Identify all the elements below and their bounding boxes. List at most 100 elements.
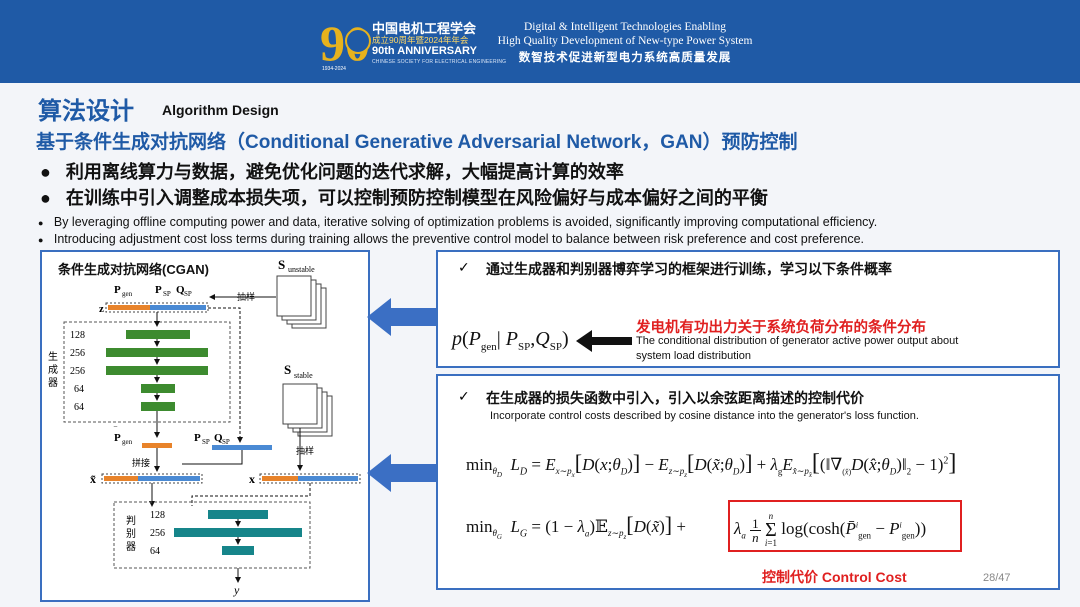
generated-pgen-bar <box>142 443 172 448</box>
x-real-label: x <box>249 472 255 486</box>
bullet-cn-2: ● 在训练中引入调整成本损失项，可以控制预防控制模型在风险偏好与成本偏好之间的平… <box>40 184 768 210</box>
x-tilde-pgen-bar <box>104 476 138 481</box>
control-cost-panel <box>436 374 1060 590</box>
p-gen-bar-label: P <box>114 432 121 444</box>
gen-layer-label-4: 64 <box>74 384 84 395</box>
disc-layer-label-3: 64 <box>150 546 160 557</box>
p-gen-label: P <box>114 284 121 296</box>
red-label-conditional-distribution: 发电机有功出力关于系统负荷分布的条件分布 <box>636 320 926 336</box>
svg-text:SP: SP <box>222 438 230 446</box>
tagline-en-line1: Digital & Intelligent Technologies Enabl… <box>523 21 727 33</box>
bullet-text: 在训练中引入调整成本损失项，可以控制预防控制模型在风险偏好与成本偏好之间的平衡 <box>65 188 768 208</box>
page-number: 28/47 <box>983 572 1011 584</box>
generator-layers: 128 256 256 64 64 <box>70 330 208 413</box>
tagline-en-line2: High Quality Development of New-type Pow… <box>497 35 753 47</box>
output-y-label: y <box>233 583 240 597</box>
p-gen-sub: gen <box>122 290 133 298</box>
s-unstable-label: S <box>278 257 285 272</box>
generator-box <box>63 321 231 423</box>
p-sp-sub: SP <box>163 290 171 298</box>
cgan-diagram-title: 条件生成对抗网络(CGAN) <box>58 262 209 277</box>
tagline-cn: 数智技术促进新型电力系统高质量发展 <box>518 52 732 64</box>
panel-top-desc-line2: system load distribution <box>636 350 751 362</box>
disc-layer-label-1: 128 <box>150 510 165 521</box>
header-banner <box>0 0 1080 83</box>
gen-layer-label-3: 256 <box>70 366 85 377</box>
disc-layer-2 <box>174 528 302 537</box>
logo-years: 1934-2024 <box>322 66 346 72</box>
tagline-en: Digital & Intelligent Technologies Enabl… <box>480 20 770 48</box>
slide-title-cn: 算法设计 <box>38 98 134 125</box>
slide-subtitle: 基于条件生成对抗网络（Conditional Generative Advers… <box>36 132 798 153</box>
conditional-probability-panel <box>436 250 1060 368</box>
q-sp-label: Q <box>176 284 185 296</box>
panel-top-heading: 通过生成器和判别器博弈学习的框架进行训练，学习以下条件概率 <box>486 261 892 277</box>
z-noise-bar <box>108 305 150 310</box>
svg-text:Q: Q <box>214 432 223 444</box>
discriminator-label-2: 别 <box>126 528 136 540</box>
z-label: z <box>99 303 104 315</box>
gen-layer-1 <box>126 330 190 339</box>
bullet-text: 利用离线算力与数据，避免优化问题的迭代求解，大幅提高计算的效率 <box>65 162 624 182</box>
org-subtitle: 成立90周年暨2024年年会 <box>372 35 469 45</box>
org-name-cn: 中国电机工程学会 <box>372 21 477 36</box>
cgan-diagram: S unstable 抽样 P gen P SP Q SP z 生 成 器 12… <box>48 257 361 597</box>
disc-layer-1 <box>208 510 268 519</box>
bullet-dot: ● <box>40 162 51 182</box>
bullet-text: Introducing adjustment cost loss terms d… <box>53 232 865 246</box>
check-icon: ✓ <box>458 259 470 275</box>
p-gen-bar-overline: ‾ <box>113 426 118 436</box>
x-real-cond-bar <box>298 476 358 481</box>
s-stable-label: S <box>284 362 291 377</box>
check-icon: ✓ <box>458 388 470 404</box>
bullet-dot: ● <box>38 235 44 245</box>
bullet-text: By leveraging offline computing power an… <box>53 215 878 229</box>
z-condition-bar <box>150 305 206 310</box>
arrow-left-icon <box>367 298 437 336</box>
x-tilde-cond-bar <box>138 476 200 481</box>
bullet-dot: ● <box>38 218 44 228</box>
concat-label: 拼接 <box>132 457 150 468</box>
black-arrow-left-icon <box>576 330 632 352</box>
sample-label-bottom: 抽样 <box>296 445 314 456</box>
discriminator-layers: 128 256 64 <box>150 510 302 557</box>
condition-bar-middle <box>212 445 272 450</box>
arrow-left-icon <box>367 454 437 492</box>
gen-layer-2 <box>106 348 208 357</box>
q-sp-sub: SP <box>184 290 192 298</box>
generator-label-3: 器 <box>48 377 58 389</box>
bullet-dot: ● <box>40 188 51 208</box>
control-cost-highlight-box <box>728 500 962 552</box>
slide-title-en: Algorithm Design <box>162 102 279 118</box>
disc-layer-label-2: 256 <box>150 528 165 539</box>
generator-label-1: 生 <box>48 350 58 363</box>
society-name-en: CHINESE SOCIETY FOR ELECTRICAL ENGINEERI… <box>372 59 507 65</box>
x-tilde-label: x̃ <box>90 472 96 486</box>
gen-layer-label-5: 64 <box>74 402 84 413</box>
gen-layer-label-1: 128 <box>70 330 85 341</box>
bullet-en-2: ● Introducing adjustment cost loss terms… <box>38 232 864 246</box>
anniversary-logo: 90 1934-2024 <box>320 15 371 72</box>
bullet-en-1: ● By leveraging offline computing power … <box>38 215 877 229</box>
anniversary-text: 90th ANNIVERSARY <box>372 45 477 57</box>
x-real-pgen-bar <box>262 476 298 481</box>
gen-layer-label-2: 256 <box>70 348 85 359</box>
gen-layer-4 <box>141 384 175 393</box>
disc-layer-3 <box>222 546 254 555</box>
panel-bottom-heading-en: Incorporate control costs described by c… <box>490 410 919 422</box>
discriminator-label-3: 器 <box>126 541 136 553</box>
panel-bottom-heading: 在生成器的损失函数中引入，引入以余弦距离描述的控制代价 <box>486 390 864 406</box>
s-unstable-sub: unstable <box>288 265 315 274</box>
conditional-probability-formula: p(Pgen| PSP,QSP) <box>452 328 569 353</box>
generator-loss-formula: minθG LG = (1 − λa)𝔼z∼pz[D(x̃)] + <box>466 512 686 542</box>
discriminator-label-1: 判 <box>126 515 136 527</box>
bullet-cn-1: ● 利用离线算力与数据，避免优化问题的迭代求解，大幅提高计算的效率 <box>40 158 624 184</box>
discriminator-box <box>113 501 311 569</box>
p-sp-bar-label: P <box>194 432 201 444</box>
p-sp-label: P <box>155 284 162 296</box>
control-cost-label: 控制代价 Control Cost <box>762 569 907 585</box>
gen-layer-3 <box>106 366 208 375</box>
s-stable-sub: stable <box>294 371 313 380</box>
s-unstable-stack <box>276 275 327 329</box>
